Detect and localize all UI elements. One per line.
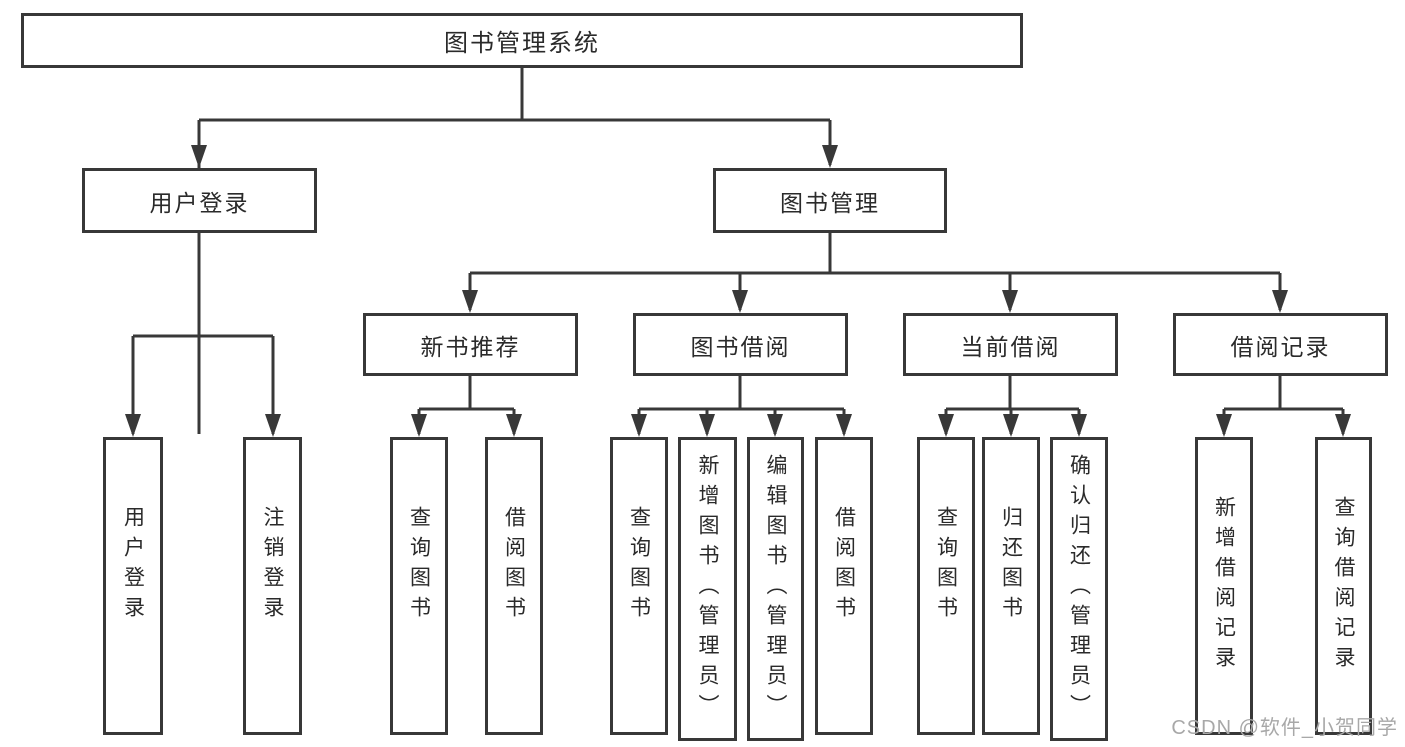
node-return-books: 归还图书: [982, 437, 1040, 735]
node-label: 查询图书: [627, 506, 651, 626]
edge-book-mgmt-children: [468, 233, 1282, 310]
node-label: 图书管理系统: [444, 30, 600, 57]
node-new-book-recommendation: 新书推荐: [363, 313, 578, 376]
node-borrowing-records: 借阅记录: [1173, 313, 1388, 376]
node-current-borrowing: 当前借阅: [903, 313, 1118, 376]
node-add-books-admin: 新增图书（管理员）: [678, 437, 737, 741]
node-label: 借阅图书: [832, 506, 856, 626]
node-book-management: 图书管理: [713, 168, 947, 233]
edge-user-login-children: [131, 233, 275, 434]
node-confirm-return-admin: 确认归还（管理员）: [1050, 437, 1108, 741]
node-query-books-current: 查询图书: [917, 437, 975, 735]
node-label: 归还图书: [999, 506, 1023, 626]
node-label: 图书管理: [780, 189, 880, 216]
node-logout-action: 注销登录: [243, 437, 302, 735]
node-borrow-books-recommend: 借阅图书: [485, 437, 543, 735]
node-library-system: 图书管理系统: [21, 13, 1023, 68]
node-edit-books-admin: 编辑图书（管理员）: [747, 437, 804, 741]
node-label: 新书推荐: [420, 333, 521, 360]
node-borrow-books-borrowing: 借阅图书: [815, 437, 873, 735]
node-label: 用户登录: [149, 189, 250, 216]
edge-book-borrow-children: [637, 376, 846, 434]
edge-new-book-children: [417, 376, 516, 434]
node-label: 编辑图书（管理员）: [764, 454, 787, 724]
node-label: 确认归还（管理员）: [1067, 454, 1091, 724]
edge-root-to-level2: [197, 68, 832, 434]
arrowheads: [125, 145, 1351, 437]
node-user-login-action: 用户登录: [103, 437, 163, 735]
node-label: 图书借阅: [690, 333, 791, 360]
node-label: 新增图书（管理员）: [696, 454, 719, 724]
csdn-watermark: CSDN @软件_小贺同学: [1171, 717, 1398, 739]
node-label: 借阅图书: [502, 506, 526, 626]
node-query-borrow-record: 查询借阅记录: [1315, 437, 1372, 735]
edge-borrow-record-children: [1222, 376, 1345, 434]
node-label: 新增借阅记录: [1212, 496, 1236, 676]
node-label: 注销登录: [261, 506, 284, 626]
node-label: 查询借阅记录: [1332, 496, 1355, 676]
node-user-login: 用户登录: [82, 168, 317, 233]
node-label: 查询图书: [407, 506, 431, 626]
node-label: 借阅记录: [1230, 333, 1331, 360]
node-add-borrow-record: 新增借阅记录: [1195, 437, 1253, 735]
node-label: 当前借阅: [960, 333, 1061, 360]
node-query-books-recommend: 查询图书: [390, 437, 448, 735]
node-label: 查询图书: [934, 506, 958, 626]
node-query-books-borrowing: 查询图书: [610, 437, 668, 735]
node-label: 用户登录: [121, 506, 145, 626]
node-book-borrowing: 图书借阅: [633, 313, 848, 376]
